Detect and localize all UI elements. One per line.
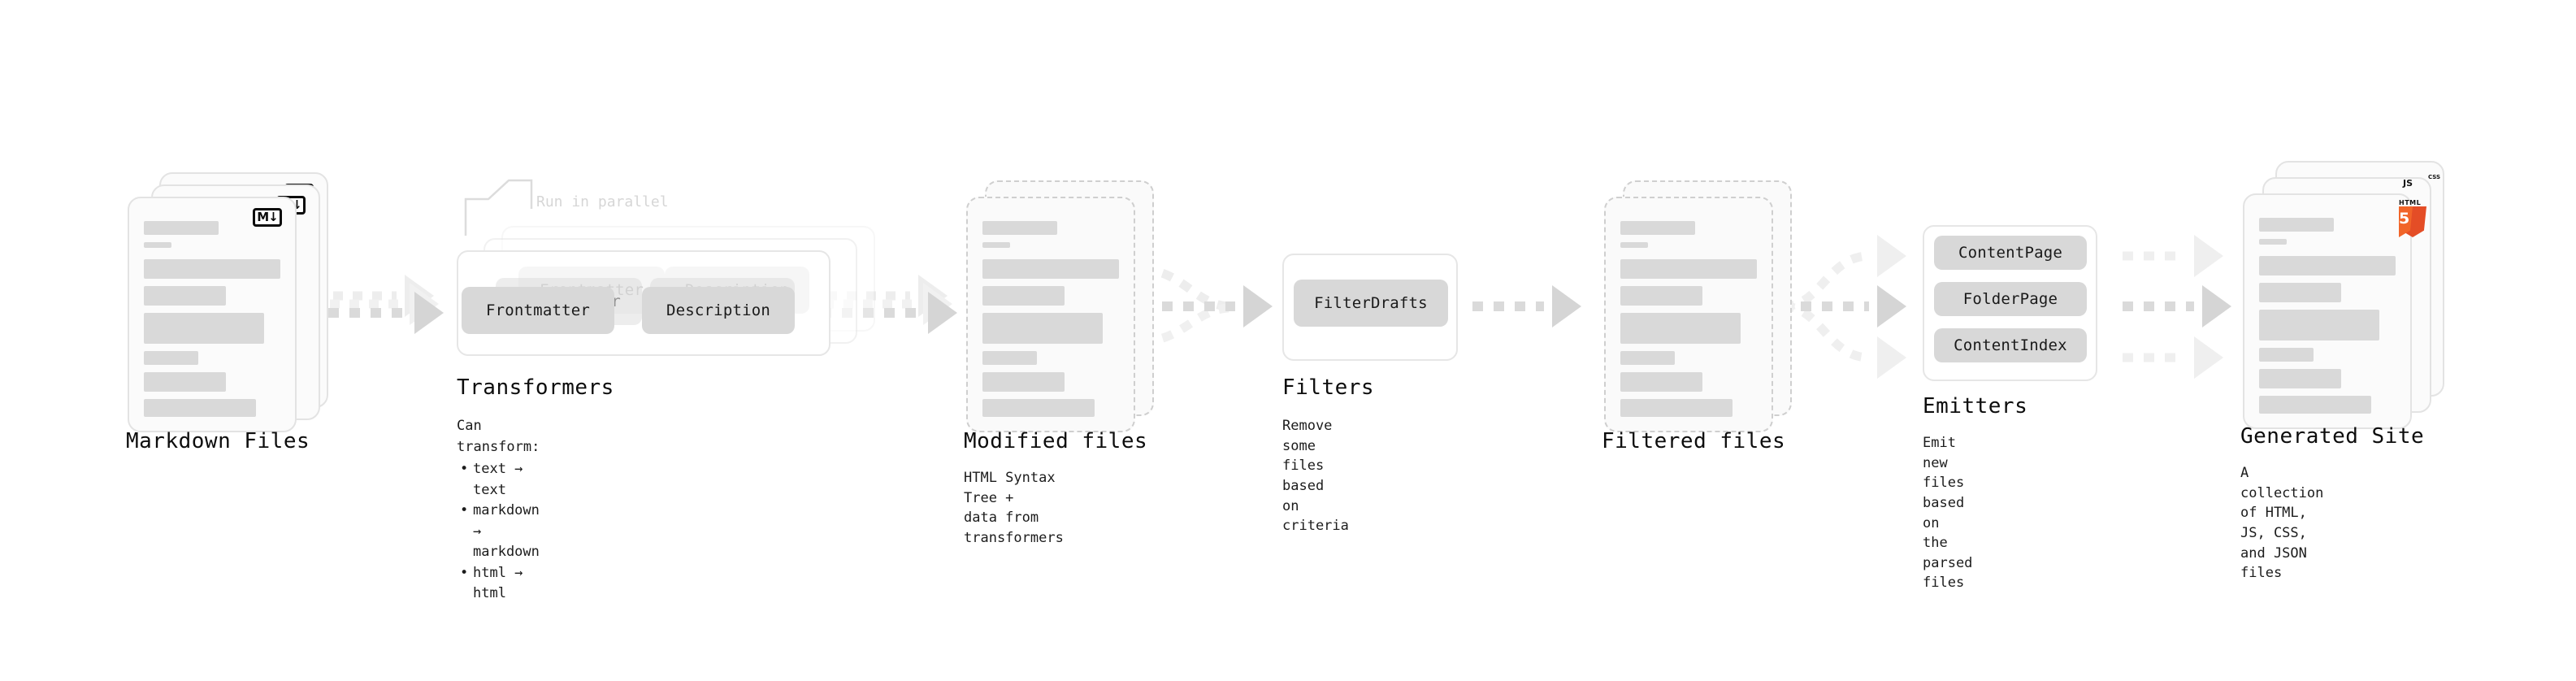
stage-title-markdown-files: Markdown Files [126, 429, 310, 453]
stage-desc-filters: Remove some files based on criteria [1282, 418, 1349, 535]
doc-skeleton-lines [2259, 218, 2396, 414]
doc-skeleton-lines [1620, 221, 1757, 417]
chip-folderpage[interactable]: FolderPage [1934, 282, 2087, 316]
stage-desc-modified-files: HTML Syntax Tree + data from transformer… [964, 470, 1064, 546]
doc-skeleton-lines [982, 221, 1119, 417]
site-doc-html[interactable]: HTML 5 [2243, 193, 2426, 429]
arrow-emitters-to-site [2123, 235, 2231, 379]
arrow-filters-to-filtered [1472, 285, 1581, 327]
transform-item: markdown → markdown [460, 501, 540, 563]
markdown-badge: M↓ [253, 208, 282, 227]
transformers-capabilities: Can transform: text → text markdown → ma… [457, 416, 540, 605]
chip-filterdrafts[interactable]: FilterDrafts [1294, 280, 1448, 327]
chip-contentindex[interactable]: ContentIndex [1934, 328, 2087, 362]
markdown-doc-front[interactable]: M↓ [128, 197, 297, 432]
stage-title-modified-files: Modified files [964, 429, 1148, 453]
stage-title-transformers: Transformers [457, 375, 614, 400]
doc-skeleton-lines [144, 221, 280, 417]
stage-desc-emitters: Emit new files based on the parsed files [1923, 435, 1973, 592]
run-in-parallel-note: Run in parallel [536, 193, 669, 210]
stage-desc-generated-site: A collection of HTML, JS, CSS, and JSON … [2240, 465, 2324, 582]
stage-title-emitters: Emitters [1923, 394, 2028, 419]
stage-title-filters: Filters [1282, 375, 1375, 400]
transformers-lead: Can transform: [457, 418, 540, 455]
chip-description[interactable]: Description [642, 287, 795, 334]
transform-item: text → text [460, 459, 540, 501]
arrow-filtered-to-emitters [1780, 235, 1906, 379]
html5-shield-inner [2399, 206, 2413, 237]
modified-doc-front[interactable] [966, 197, 1135, 432]
stage-title-generated-site: Generated Site [2240, 424, 2425, 449]
stage-title-filtered-files: Filtered files [1602, 429, 1786, 453]
chip-frontmatter[interactable]: Frontmatter [462, 287, 614, 334]
filtered-doc-front[interactable] [1604, 197, 1773, 432]
arrow-modified-to-filters [1141, 265, 1273, 346]
chip-contentpage[interactable]: ContentPage [1934, 236, 2087, 270]
transform-item: html → html [460, 563, 540, 605]
